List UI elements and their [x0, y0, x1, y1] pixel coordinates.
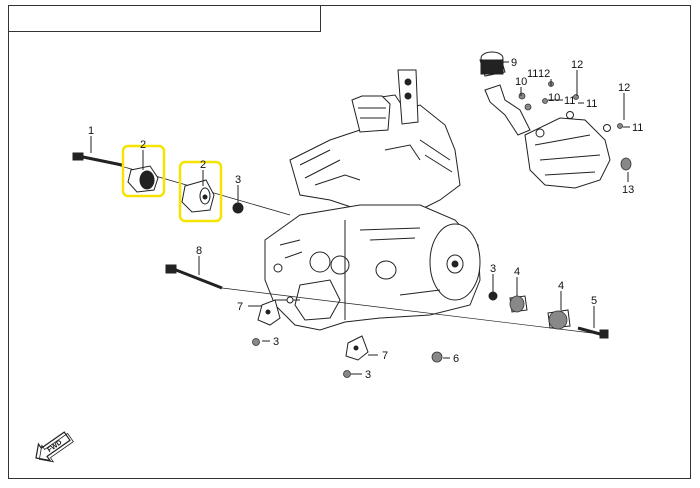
callout-7b: 7	[382, 350, 388, 362]
callout-9: 9	[511, 57, 517, 69]
highlight-box-bushing-right	[178, 160, 223, 223]
callout-3b: 3	[273, 336, 279, 348]
callout-12a: 12	[538, 68, 550, 80]
callout-3a: 3	[235, 174, 241, 186]
callout-10a: 10	[515, 76, 527, 88]
callout-4b: 4	[558, 280, 564, 292]
leader-lines	[90, 61, 630, 375]
callout-1: 1	[88, 125, 94, 137]
rear-mount-hardware	[165, 264, 609, 378]
callout-labels: 1 2 2 3 3 3 3 4 4 5 6 7 7 8 9 10 10 11 1…	[88, 57, 643, 381]
callout-11a: 11	[527, 68, 538, 80]
callout-7a: 7	[237, 301, 243, 313]
callout-13: 13	[622, 184, 634, 196]
front-mount-hardware	[72, 152, 291, 216]
callout-2b: 2	[200, 159, 206, 171]
callout-6: 6	[453, 353, 459, 365]
fwd-direction-arrow: FWD	[35, 431, 74, 463]
callout-2a: 2	[140, 139, 146, 151]
callout-12b: 12	[571, 59, 583, 71]
callout-10b: 10	[548, 92, 560, 104]
title-block	[8, 5, 321, 32]
callout-12c: 12	[618, 82, 630, 94]
callout-3c: 3	[365, 369, 371, 381]
highlight-box-bushing-left	[121, 144, 166, 198]
fwd-label: FWD	[46, 439, 63, 454]
callout-8: 8	[196, 245, 202, 257]
callout-11b: 11	[564, 95, 575, 107]
engine-assembly	[264, 69, 481, 331]
drawing-frame	[8, 5, 691, 479]
callout-4a: 4	[514, 266, 520, 278]
callout-3d: 3	[490, 263, 496, 275]
callout-11c: 11	[586, 98, 597, 110]
breather-tank-assembly	[479, 51, 632, 189]
callout-11d: 11	[632, 122, 643, 134]
callout-5: 5	[591, 295, 597, 307]
